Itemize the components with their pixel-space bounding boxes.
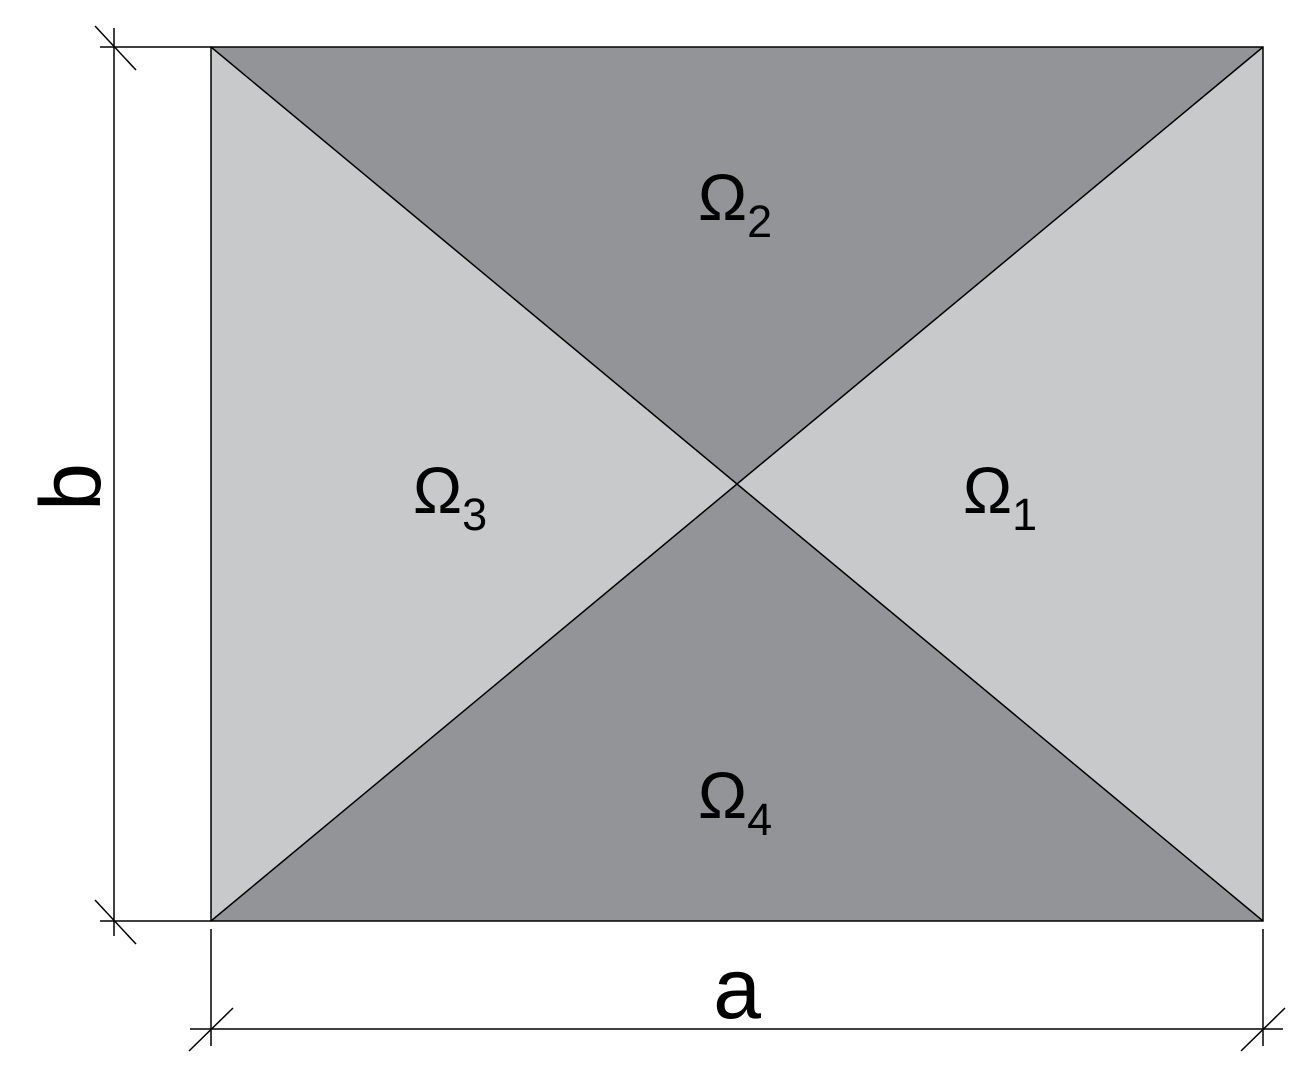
width-tick-right [1240, 1007, 1286, 1052]
height-tick-bottom [94, 899, 137, 945]
region-omega-4-fill [211, 484, 1263, 921]
region-omega-1-fill [737, 47, 1263, 921]
dimension-label-b: b [23, 463, 119, 511]
label-omega-3: Ω3 [413, 453, 487, 540]
diagonal-line-2 [210, 46, 1264, 922]
height-tick-top [94, 25, 137, 71]
label-omega-2: Ω2 [698, 160, 772, 247]
label-omega-1: Ω1 [963, 453, 1037, 540]
label-omega-4: Ω4 [698, 758, 772, 845]
rectangle-outline [210, 46, 1264, 922]
width-tick-left [188, 1007, 234, 1052]
region-omega-2-fill [211, 47, 1263, 484]
height-dimension [94, 25, 211, 945]
region-omega-3-fill [211, 47, 737, 921]
width-dimension [188, 929, 1286, 1052]
dimension-label-a: a [713, 941, 761, 1037]
